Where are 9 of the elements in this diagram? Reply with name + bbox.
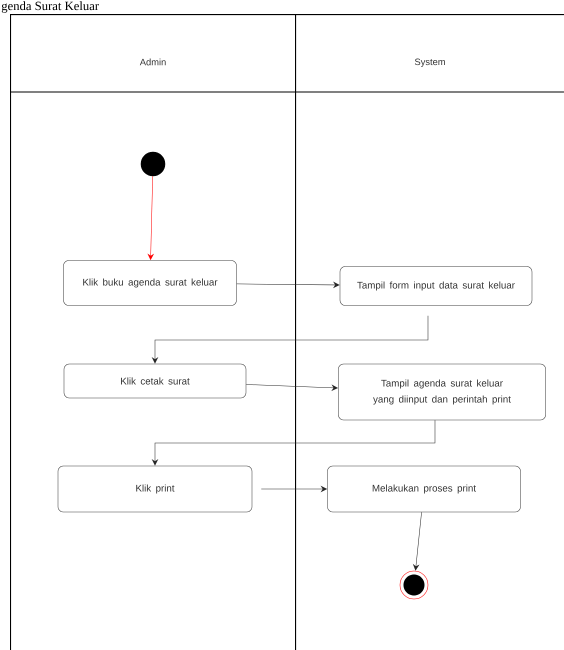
final-node (400, 570, 428, 600)
activity-box: Melakukan proses print (327, 466, 521, 512)
title: genda Surat Keluar (2, 1, 99, 13)
activity-box: Tampil agenda surat keluar yang diinput dan perintah print (338, 364, 546, 420)
activity-box: Klik buku agenda surat keluar (63, 260, 237, 306)
activity-box: Tampil form input data surat keluar (340, 266, 532, 306)
activity-box: Klik cetak surat (64, 364, 246, 398)
initial-node (140, 152, 166, 176)
activity-box: Klik print (58, 466, 252, 512)
